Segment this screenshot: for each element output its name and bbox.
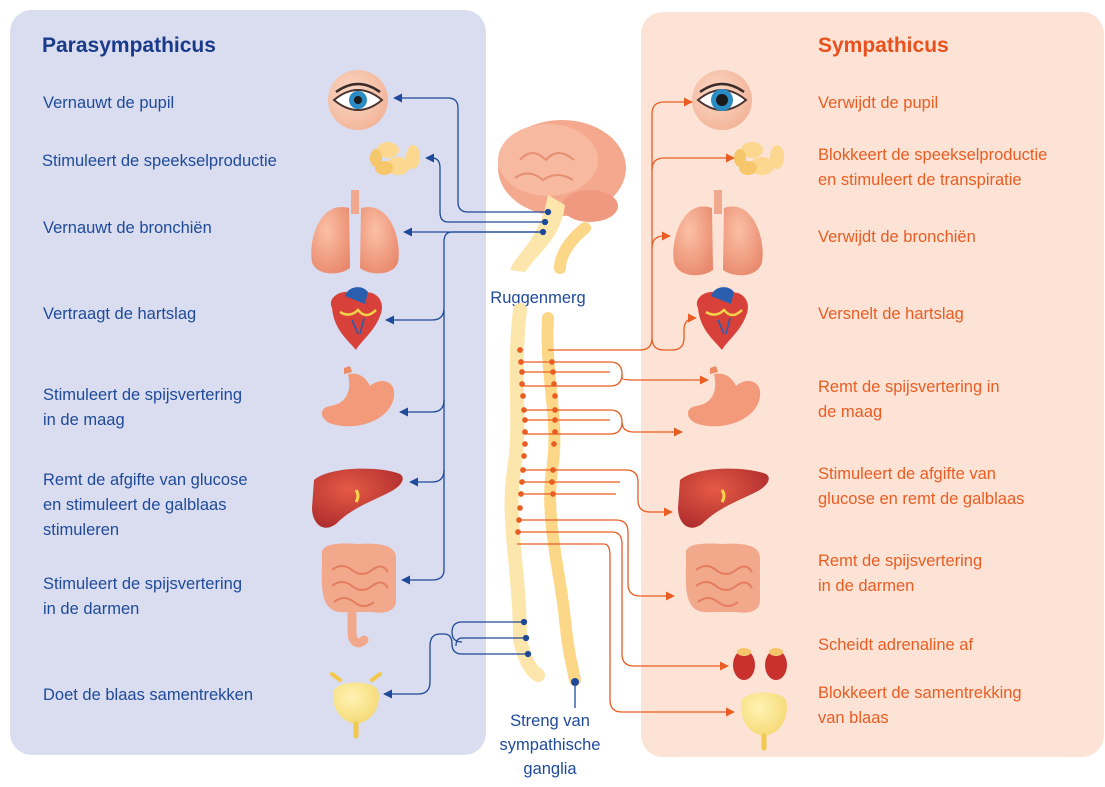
salivary-gland-icon-left xyxy=(370,142,420,175)
adrenal-kidney-icon-right xyxy=(733,648,787,680)
lungs-icon-left xyxy=(311,190,398,273)
heart-icon-right xyxy=(697,287,748,350)
lungs-icon-right xyxy=(673,190,762,275)
salivary-gland-icon-right xyxy=(734,142,784,175)
liver-icon-left xyxy=(312,469,403,528)
bladder-icon-left xyxy=(332,674,380,736)
heart-icon-left xyxy=(331,287,382,350)
intestine-icon-left xyxy=(322,544,396,643)
eye-icon-right xyxy=(692,70,752,130)
intestine-icon-right xyxy=(686,544,760,613)
liver-icon-right xyxy=(678,469,769,528)
stomach-icon-left xyxy=(322,366,394,426)
eye-icon-left xyxy=(328,70,388,130)
stomach-icon-right xyxy=(688,366,760,426)
bladder-icon-right xyxy=(741,693,787,749)
